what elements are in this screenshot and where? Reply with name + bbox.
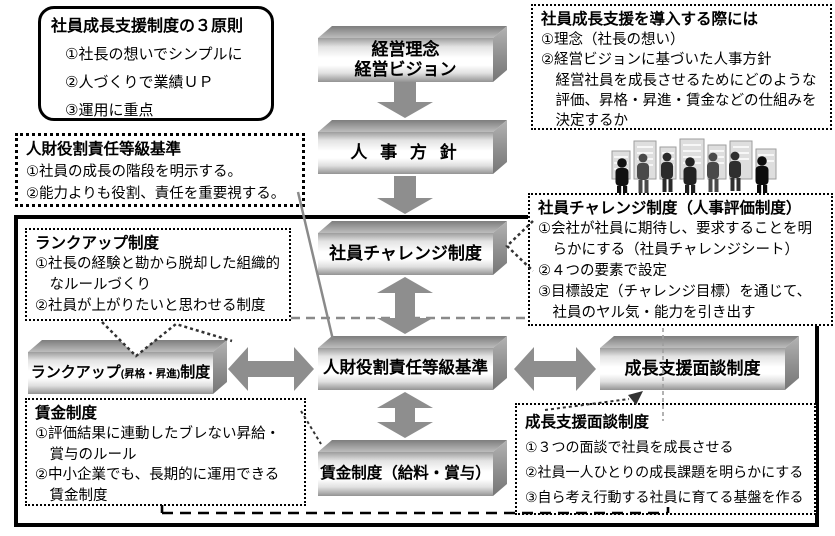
challenge-detail-line: らかにする（社員チャレンジシート） xyxy=(552,242,800,258)
principles-item: ①社長の想いでシンプルに xyxy=(65,46,243,63)
box-front-face: 社員チャレンジ制度 xyxy=(318,233,493,275)
box-label: 社員チャレンジ制度 xyxy=(329,243,482,263)
box-top-face xyxy=(318,120,507,132)
arrow-updown-challenge-grade xyxy=(377,277,433,334)
box-employee-challenge: 社員チャレンジ制度 xyxy=(318,221,507,275)
grade-criteria-title: 人財役割責任等級基準 xyxy=(26,141,182,158)
box-top-face xyxy=(318,336,507,348)
challenge-detail-box: 社員チャレンジ制度（人事評価制度） ①会社が社員に期待し、要求することを明 らか… xyxy=(528,193,833,326)
intro-line: 決定するか xyxy=(555,113,629,130)
business-people-city-icon xyxy=(611,138,777,197)
rankup-detail-line: ②社員が上がりたいと思わせる制度 xyxy=(35,298,266,314)
intro-line: ①理念（社長の想い） xyxy=(541,32,685,48)
box-front-face: 人 事 方 針 xyxy=(318,132,493,174)
box-side-face xyxy=(493,440,507,496)
label-small: (昇格・昇進) xyxy=(120,368,181,380)
box-label: 経営理念経営ビジョン xyxy=(355,40,457,81)
interview-detail-box: 成長支援面談制度 ①３つの面談で社員を成長させる ②社員一人ひとりの成長課題を明… xyxy=(515,403,816,515)
challenge-detail-title: 社員チャレンジ制度（人事評価制度） xyxy=(538,200,802,217)
box-side-face xyxy=(493,221,507,275)
principles-item: ③運用に重点 xyxy=(65,102,154,119)
box-side-face xyxy=(493,120,507,174)
box-hr-policy: 人 事 方 針 xyxy=(318,120,507,174)
box-top-face xyxy=(28,340,227,352)
challenge-detail-line: ①会社が社員に期待し、要求することを明 xyxy=(538,221,812,237)
wage-detail-title: 賃金制度 xyxy=(35,405,98,422)
intro-line: ②経営ビジョンに基づいた人事方針 xyxy=(541,52,772,69)
people-silhouettes xyxy=(615,151,769,197)
principles-title: 社員成長支援制度の３原則 xyxy=(51,18,244,35)
rankup-detail-box: ランクアップ制度 ①社長の経験と勘から脱却した組織的 なルールづくり ②社員が上… xyxy=(25,228,291,321)
challenge-detail-line: 社員のヤル気・能力を引き出す xyxy=(552,305,756,321)
label-main: ランクアップ xyxy=(30,364,121,381)
box-top-face xyxy=(600,336,799,348)
grade-criteria-line: ①社員の成長の階段を明示する。 xyxy=(26,164,242,180)
box-management-philosophy: 経営理念経営ビジョン xyxy=(318,26,507,82)
intro-line: 評価、昇格・昇進・賃金などの仕組みを xyxy=(555,92,817,109)
principles-box: 社員成長支援制度の３原則 ①社長の想いでシンプルに ②人づくりで業績ＵＰ ③運用… xyxy=(38,6,274,121)
box-front-face: 賃金制度（給料・賞与） xyxy=(318,452,493,496)
box-front-face: ランクアップ(昇格・昇進)制度 xyxy=(28,352,213,394)
label-line1: 経営理念 xyxy=(371,39,440,59)
interview-detail-line: ①３つの面談で社員を成長させる xyxy=(525,439,734,455)
wage-detail-line: 賞与のルール xyxy=(49,446,137,463)
box-wage-system: 賃金制度（給料・賞与） xyxy=(318,440,507,496)
box-label: ランクアップ(昇格・昇進)制度 xyxy=(31,364,211,382)
box-grade-standard: 人財役割責任等級基準 xyxy=(318,336,507,390)
box-rankup-system: ランクアップ(昇格・昇進)制度 xyxy=(28,340,227,394)
arrow-leftright-rankup-grade xyxy=(228,347,314,391)
box-top-face xyxy=(318,26,507,38)
box-interview-system: 成長支援面談制度 xyxy=(600,336,799,390)
challenge-detail-line: ②４つの要素で設定 xyxy=(538,263,667,279)
rankup-detail-line: ①社長の経験と勘から脱却した組織的 xyxy=(35,256,280,272)
introduction-note-box: 社員成長支援を導入する際には ①理念（社長の想い） ②経営ビジョンに基づいた人事… xyxy=(531,4,832,130)
wage-detail-box: 賃金制度 ①評価結果に連動したブレない昇給・ 賞与のルール ②中小企業でも、長期… xyxy=(25,398,306,506)
wage-detail-line: ②中小企業でも、長期的に運用できる xyxy=(35,467,280,483)
box-label: 人財役割責任等級基準 xyxy=(323,359,488,378)
interview-detail-line: ③自ら考え行動する社員に育てる基盤を作る xyxy=(525,489,804,505)
interview-detail-line: ②社員一人ひとりの成長課題を明らかにする xyxy=(525,464,804,480)
grade-criteria-line: ②能力よりも役割、責任を重要視する。 xyxy=(26,186,286,202)
box-front-face: 人財役割責任等級基準 xyxy=(318,348,493,390)
interview-detail-title: 成長支援面談制度 xyxy=(525,414,650,431)
box-label: 成長支援面談制度 xyxy=(624,358,761,378)
intro-title: 社員成長支援を導入する際には xyxy=(541,11,759,28)
box-label: 賃金制度（給料・賞与） xyxy=(320,464,491,482)
box-side-face xyxy=(493,26,507,82)
intro-line: 経営社員を成長させるためにどのような xyxy=(555,72,817,89)
label-line2: 経営ビジョン xyxy=(354,60,457,79)
box-top-face xyxy=(318,440,507,452)
wage-detail-line: ①評価結果に連動したブレない昇給・ xyxy=(35,426,280,442)
box-top-face xyxy=(318,221,507,233)
challenge-detail-line: ③目標設定（チャレンジ目標）を通じて、 xyxy=(538,284,812,300)
arrow-leftright-grade-interview xyxy=(514,347,596,391)
arrow-down-policy-to-challenge xyxy=(377,176,433,214)
box-label: 人 事 方 針 xyxy=(350,142,461,162)
label-suffix: 制度 xyxy=(180,364,211,381)
box-front-face: 成長支援面談制度 xyxy=(600,348,785,390)
box-side-face xyxy=(493,336,507,390)
rankup-detail-title: ランクアップ制度 xyxy=(35,235,160,252)
box-front-face: 経営理念経営ビジョン xyxy=(318,38,493,82)
wage-detail-line: 賃金制度 xyxy=(49,487,108,504)
arrow-down-philosophy-to-policy xyxy=(377,82,433,118)
arrow-updown-grade-wage xyxy=(377,392,433,438)
grade-criteria-note-box: 人財役割責任等級基準 ①社員の成長の階段を明示する。 ②能力よりも役割、責任を重… xyxy=(15,133,305,207)
rankup-detail-line: なルールづくり xyxy=(49,277,152,293)
principles-item: ②人づくりで業績ＵＰ xyxy=(65,74,214,91)
box-side-face xyxy=(785,336,799,390)
